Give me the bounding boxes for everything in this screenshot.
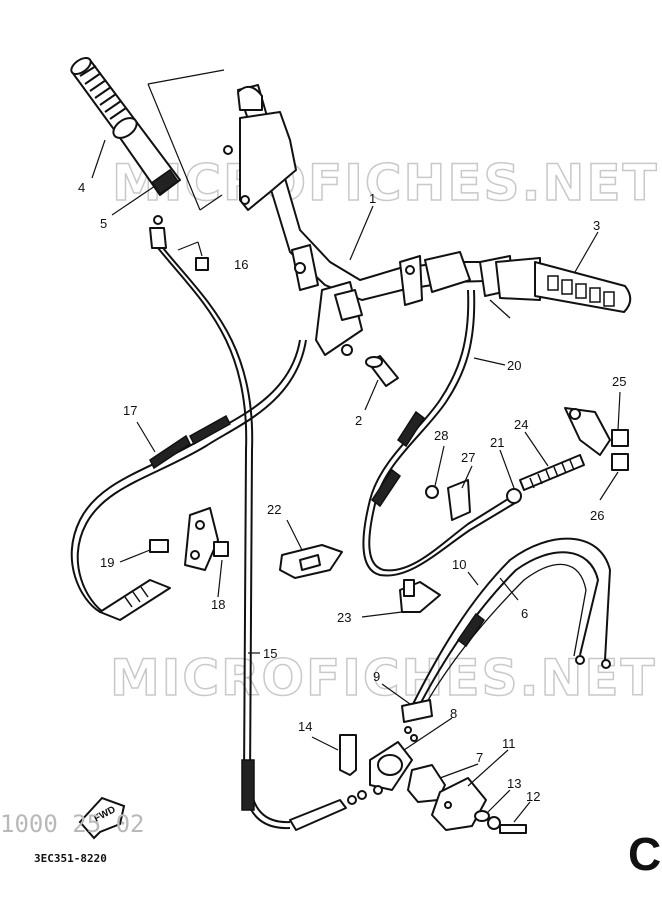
callout-18: 18	[211, 597, 225, 612]
adjuster-nut-and-plate	[425, 479, 522, 521]
callout-3: 3	[593, 218, 600, 233]
right-grip	[489, 257, 632, 319]
screw-12-washer-13	[474, 810, 527, 834]
callout-11: 11	[502, 736, 516, 751]
callout-25: 25	[612, 374, 626, 389]
callout-17: 17	[123, 403, 137, 418]
callout-labels: 1 2 3 4 5 6 7 8 9 10 11 12 13 14 15 16 1…	[78, 180, 626, 804]
long-cable	[149, 215, 367, 831]
throttle-sleeve	[112, 117, 181, 196]
bolt-2	[365, 355, 399, 387]
watermark-top: MICROFICHES.NET	[112, 154, 659, 212]
callout-22: 22	[267, 502, 281, 517]
callout-26: 26	[590, 508, 604, 523]
callout-27: 27	[461, 450, 475, 465]
callout-4: 4	[78, 180, 85, 195]
callout-21: 21	[490, 435, 504, 450]
callout-14: 14	[298, 719, 312, 734]
callout-12: 12	[526, 789, 540, 804]
callout-2: 2	[355, 413, 362, 428]
callout-20: 20	[507, 358, 521, 373]
clutch-lever-bracket	[99, 507, 229, 621]
catalog-number: 3EC351-8220	[34, 852, 107, 865]
clutch-cable	[70, 339, 307, 615]
bracket-22	[279, 544, 343, 579]
bracket-14	[339, 734, 357, 776]
callout-13: 13	[507, 776, 521, 791]
bracket-23	[399, 579, 441, 613]
cover-11	[431, 777, 487, 831]
callout-7: 7	[476, 750, 483, 765]
cables-6-10	[409, 537, 612, 715]
screw-16	[177, 241, 209, 271]
callout-1: 1	[369, 191, 376, 206]
adjuster-assembly	[519, 407, 629, 491]
leader-lines	[91, 139, 621, 823]
callout-28: 28	[434, 428, 448, 443]
cable-joint-9	[401, 699, 433, 742]
throttle-case-8	[369, 741, 413, 795]
callout-16: 16	[234, 257, 248, 272]
microfiche-stamp: 1000 25 02	[0, 810, 145, 838]
callout-8: 8	[450, 706, 457, 721]
left-grip-exploded-box	[147, 69, 225, 211]
callout-24: 24	[514, 417, 528, 432]
callout-6: 6	[521, 606, 528, 621]
throttle-cable	[362, 289, 521, 577]
callout-19: 19	[100, 555, 114, 570]
handlebar	[223, 84, 521, 356]
callout-9: 9	[373, 669, 380, 684]
callout-10: 10	[452, 557, 466, 572]
callout-23: 23	[337, 610, 351, 625]
callout-5: 5	[100, 216, 107, 231]
section-letter: C	[628, 828, 661, 880]
fwd-arrow: FWD	[78, 796, 126, 840]
watermark-bottom: MICROFICHES.NET	[110, 649, 657, 707]
callout-15: 15	[263, 646, 277, 661]
